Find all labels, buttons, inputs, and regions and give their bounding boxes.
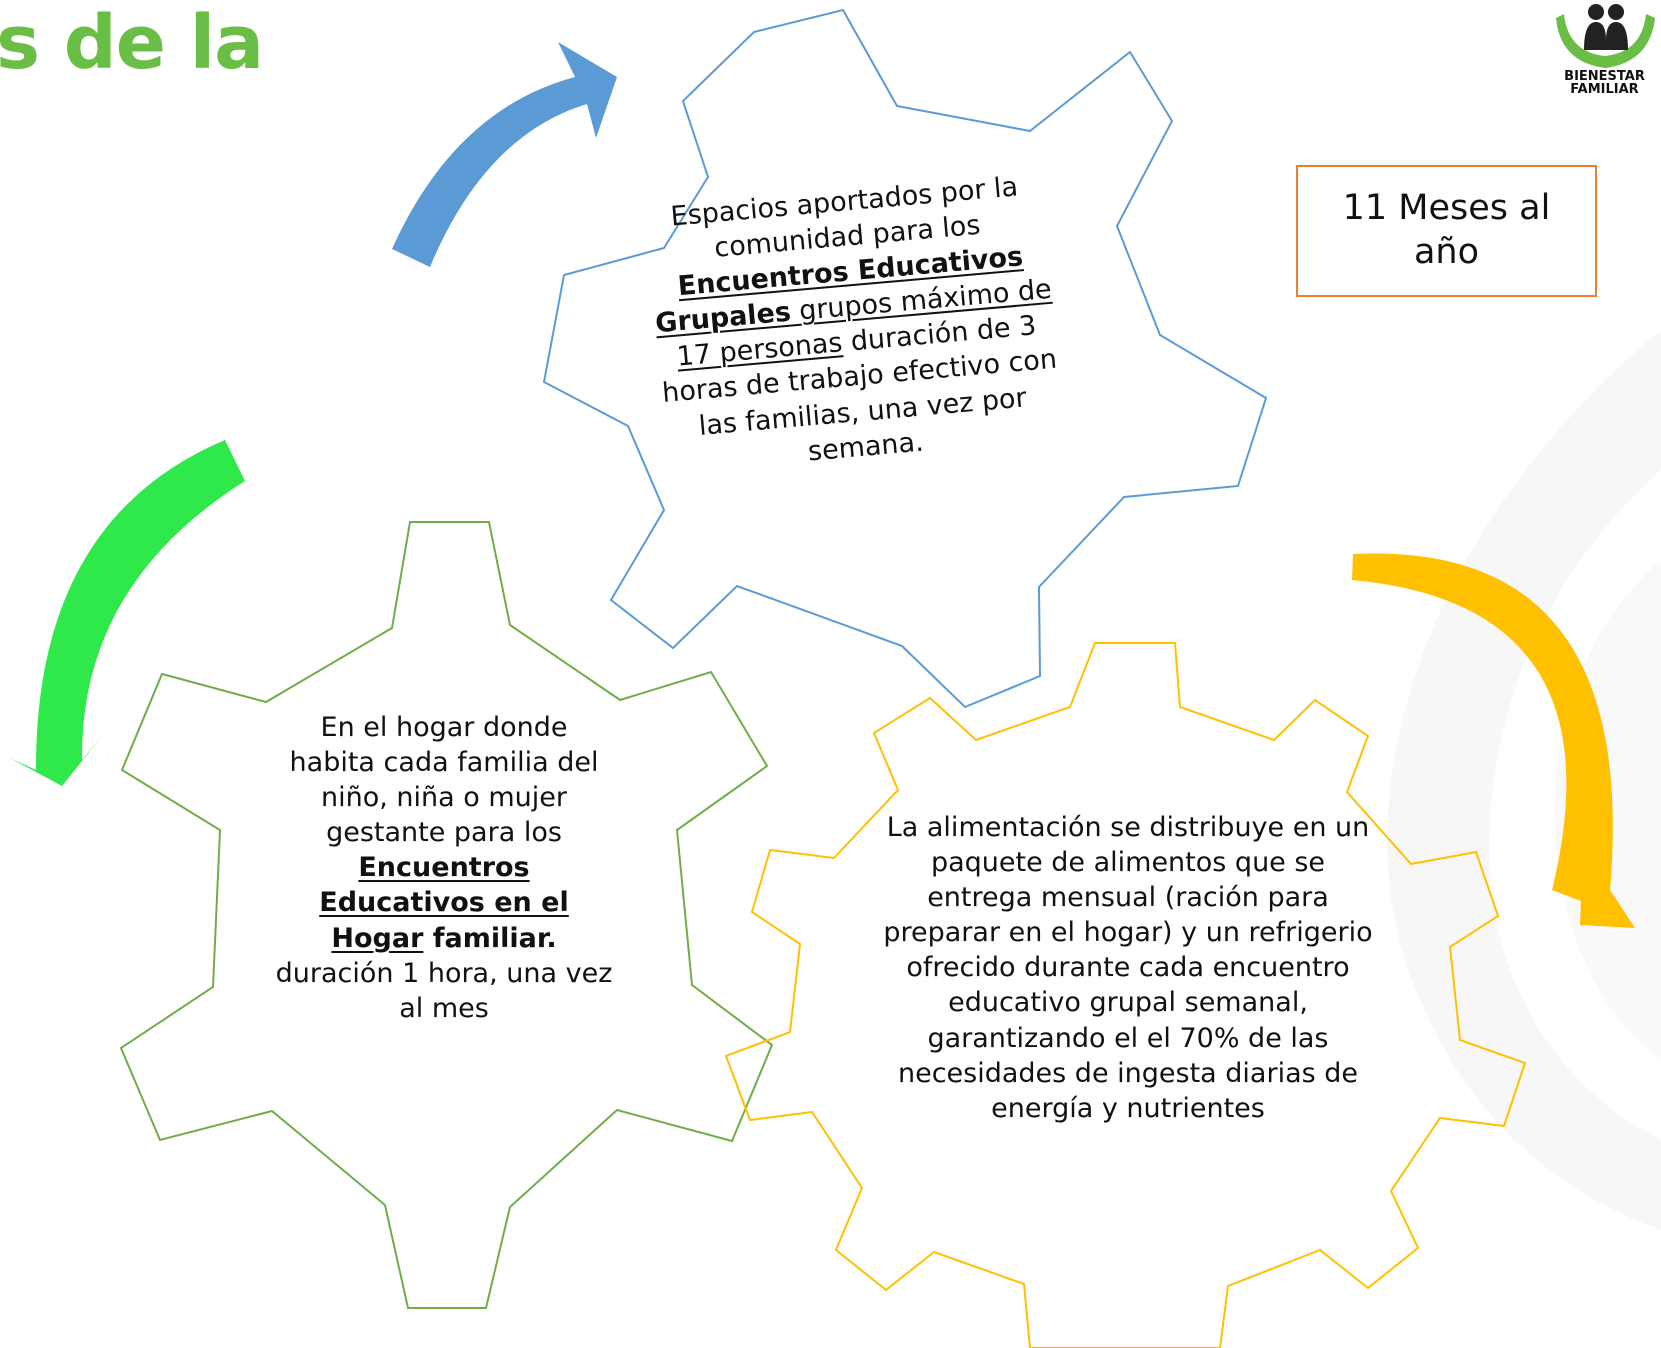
yellow-gear [724,642,1527,1348]
yellow-arrow [1352,553,1635,928]
logo-figure-head [1608,4,1624,20]
blue-gear [542,8,1268,709]
duration-line-1: 11 Meses al [1342,188,1551,229]
green-arrow [10,440,245,786]
logo-figure-bodies [1584,22,1628,50]
bienestar-familiar-logo [1556,4,1655,68]
blue-gear-text: Espacios aportados por la comunidad para… [654,171,1059,468]
yellow-gear-text: La alimentación se distribuye en un paqu… [883,812,1373,1124]
slide-title-fragment: s de la [0,0,264,86]
green-gear [119,521,774,1309]
duration-line-2: año [1413,232,1480,272]
green-gear-text: En el hogar donde habita cada familia de… [275,712,613,1024]
blue-arrow [392,42,617,267]
logo-hands-icon [1556,14,1655,68]
logo-figure-head [1588,4,1604,20]
